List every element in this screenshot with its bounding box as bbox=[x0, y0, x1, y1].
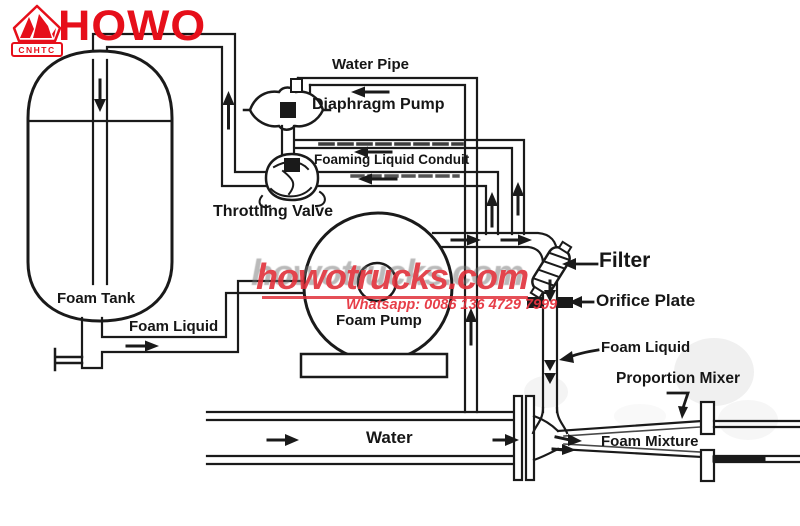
proportion-mixer-shape bbox=[531, 400, 800, 483]
label-foam-pump: Foam Pump bbox=[336, 312, 422, 329]
leader-proportion-mixer-icon bbox=[666, 391, 690, 419]
label-water: Water bbox=[366, 428, 413, 447]
arrow-right-foam-mixture-1-icon bbox=[554, 434, 582, 446]
foam-pump-shape bbox=[299, 211, 454, 379]
filter-icon bbox=[529, 240, 573, 300]
orifice-plate-icon bbox=[527, 297, 573, 308]
label-foam-liquid-right: Foam Liquid bbox=[601, 339, 691, 356]
label-foam-tank: Foam Tank bbox=[57, 290, 136, 307]
flow-arrows bbox=[94, 78, 582, 455]
arrow-right-foam-mixture-2-icon bbox=[551, 444, 576, 455]
cnhtc-text: CNHTC bbox=[18, 45, 55, 55]
arrow-up-throttle-riser-icon bbox=[486, 192, 498, 228]
watermark-whatsapp: Whatsapp: 0086 136 4729 7999 bbox=[346, 297, 558, 313]
foam-liquid-suction-pipe bbox=[53, 279, 318, 372]
label-water-pipe: Water Pipe bbox=[332, 56, 409, 73]
leader-filter-icon bbox=[562, 258, 599, 270]
dip-tube bbox=[91, 58, 109, 286]
brand-logo-text: HOWO bbox=[58, 2, 207, 50]
label-foam-liquid-left: Foam Liquid bbox=[129, 318, 219, 335]
arrow-down-mixer-inlet-icon bbox=[544, 360, 556, 384]
arrow-down-dip-tube-icon bbox=[94, 78, 106, 112]
arrow-up-return-riser-icon bbox=[222, 91, 235, 130]
drain-valve bbox=[53, 347, 84, 372]
watermark-underline bbox=[262, 296, 528, 299]
label-orifice-plate: Orifice Plate bbox=[596, 291, 696, 310]
label-diaphragm-pump: Diaphragm Pump bbox=[312, 96, 445, 113]
label-leaders bbox=[559, 258, 690, 419]
label-throttling-valve: Throttling Valve bbox=[213, 203, 334, 220]
label-filter: Filter bbox=[599, 249, 651, 272]
arrow-right-water-main-2-icon bbox=[492, 434, 519, 446]
cnhtc-emblem-icon: CNHTC bbox=[11, 4, 63, 57]
label-foaming-liquid-conduit: Foaming Liquid Conduit bbox=[314, 152, 470, 167]
mixer-inlet-flange bbox=[512, 394, 524, 482]
mixer-outlet-flange bbox=[699, 400, 716, 436]
leader-foam-liquid-icon bbox=[559, 348, 600, 363]
arrow-up-conduit-riser-icon bbox=[512, 182, 524, 216]
arrow-left-throttle-line-icon bbox=[358, 173, 398, 185]
arrow-left-conduit-icon bbox=[354, 146, 393, 158]
diaphragm-pump-icon bbox=[242, 78, 332, 160]
arrow-up-water-riser-icon bbox=[465, 308, 477, 346]
arrow-down-filter-pipe-icon bbox=[544, 279, 556, 302]
throttling-valve-icon bbox=[258, 152, 326, 209]
watermark-site: howotrucks.com bbox=[256, 256, 529, 297]
pump-base bbox=[299, 352, 449, 379]
arrow-right-discharge-2-icon bbox=[500, 234, 532, 246]
label-foam-mixture: Foam Mixture bbox=[601, 433, 699, 450]
foam-tank-shape bbox=[26, 49, 174, 323]
arrow-right-discharge-1-icon bbox=[450, 234, 481, 246]
leader-orifice-icon bbox=[569, 296, 595, 308]
label-proportion-mixer: Proportion Mixer bbox=[616, 370, 741, 387]
arrow-right-foam-liquid-icon bbox=[125, 340, 159, 352]
arrow-left-water-pipe-icon bbox=[351, 86, 390, 98]
arrow-right-water-main-1-icon bbox=[266, 434, 299, 446]
